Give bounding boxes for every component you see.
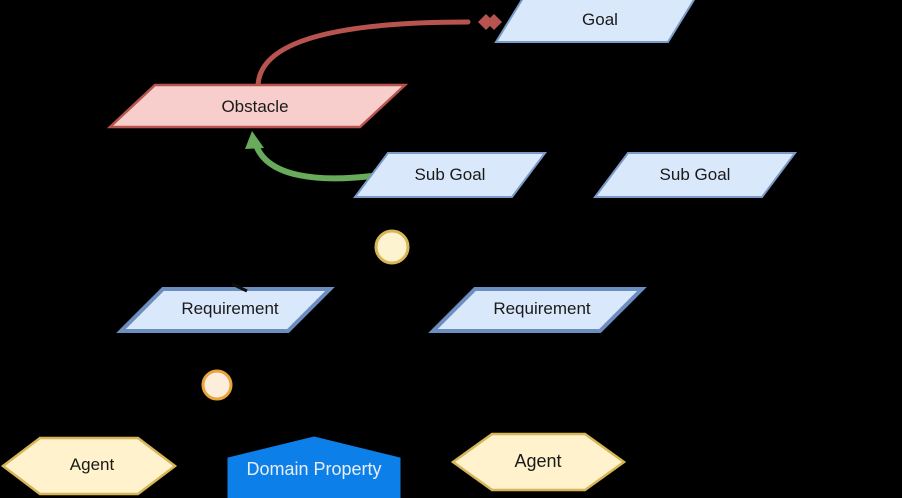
node-domain-property-shape[interactable] <box>227 436 401 498</box>
connector-stub-requirement-left <box>231 282 248 293</box>
node-goal-shape[interactable] <box>494 0 700 43</box>
node-requirement-right-shape[interactable] <box>428 287 647 333</box>
node-requirement-left-shape[interactable] <box>116 287 335 333</box>
refinement-circle-lower-shape[interactable] <box>201 369 233 401</box>
refinement-circle-upper-shape[interactable] <box>374 229 410 265</box>
node-subgoal-left-shape[interactable] <box>353 152 547 198</box>
node-agent-left-shape[interactable] <box>0 436 178 496</box>
resolution-link-path[interactable] <box>253 142 375 182</box>
node-obstacle-shape[interactable] <box>106 83 409 129</box>
obstruction-link-marker <box>478 14 502 30</box>
resolution-link-arrowhead <box>245 131 264 149</box>
node-agent-right-shape[interactable] <box>450 432 627 492</box>
node-subgoal-right-shape[interactable] <box>593 152 797 198</box>
obstruction-link-path[interactable] <box>255 19 471 90</box>
